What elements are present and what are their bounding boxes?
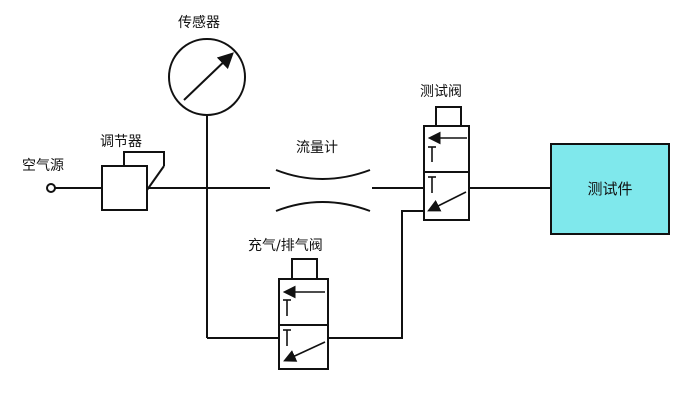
fill-valve-actuator	[291, 258, 318, 280]
test-valve-lower-block	[423, 171, 470, 221]
flow-meter-lower-arc	[275, 201, 371, 212]
flow-meter: 流量计	[275, 140, 371, 212]
pipe-test-valve-to-fill-valve	[327, 210, 424, 339]
regulator-spring-cap	[123, 151, 165, 166]
test-piece-box	[550, 143, 670, 235]
regulator-body	[101, 165, 148, 211]
flow-meter-upper-arc	[275, 169, 371, 180]
air-source: 空气源	[22, 158, 102, 193]
sensor: 传感器	[168, 14, 246, 338]
test-piece: 测试件	[550, 143, 670, 235]
test-valve-actuator	[435, 106, 462, 127]
test-valve: 测试阀	[420, 84, 470, 221]
air-source-port	[46, 183, 56, 193]
fill-valve-lower-arrow	[283, 341, 326, 362]
regulator-diagonal	[146, 165, 165, 191]
regulator: 调节器	[100, 134, 165, 211]
sensor-label: 传感器	[178, 14, 220, 31]
sensor-needle-arrow	[183, 52, 234, 101]
test-valve-upper-block	[423, 125, 470, 173]
regulator-label: 调节器	[100, 134, 142, 150]
test-valve-label: 测试阀	[420, 84, 462, 100]
fill-exhaust-valve-label: 充气/排气阀	[248, 238, 323, 254]
air-source-label: 空气源	[22, 158, 64, 174]
test-piece-label: 测试件	[587, 180, 632, 198]
flow-meter-label: 流量计	[296, 140, 338, 156]
test-valve-lower-arrow	[427, 191, 467, 212]
fill-exhaust-valve: 充气/排气阀	[248, 238, 329, 370]
